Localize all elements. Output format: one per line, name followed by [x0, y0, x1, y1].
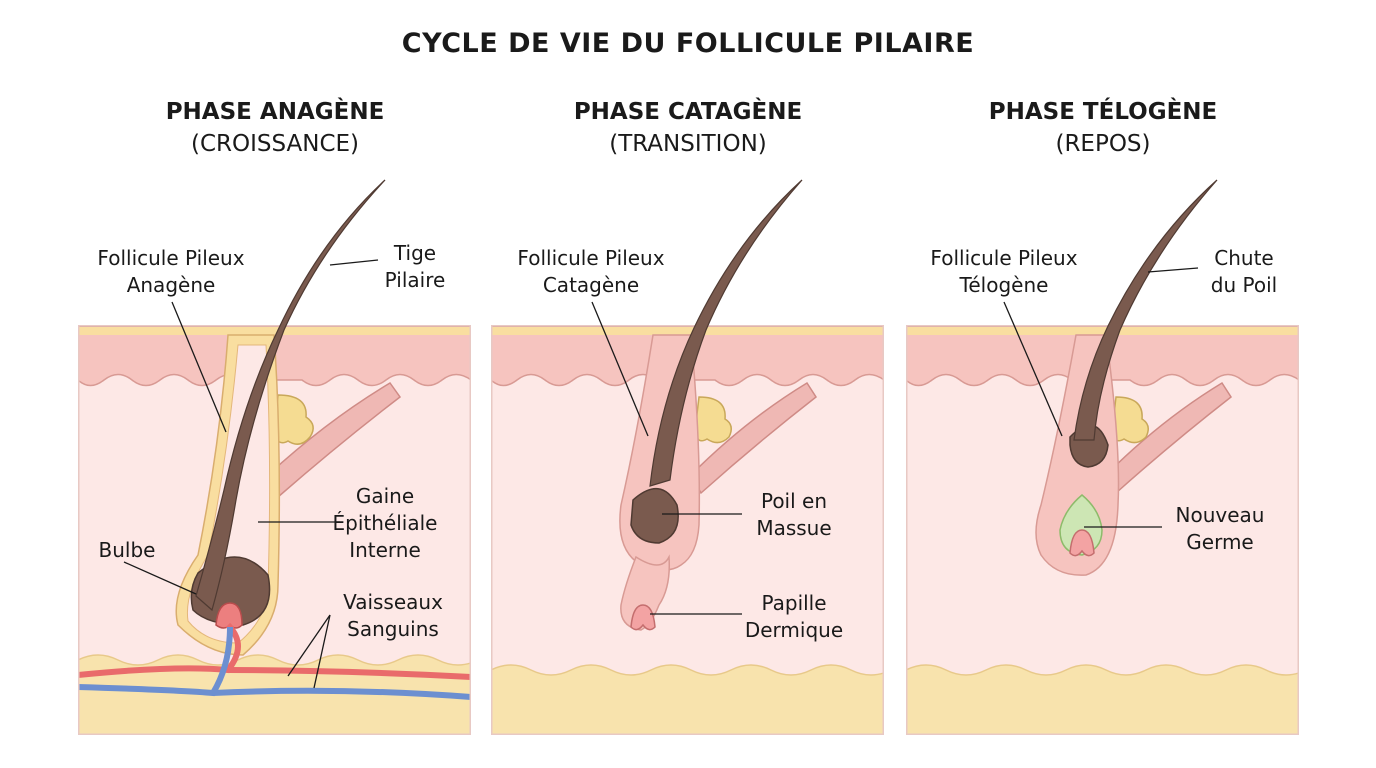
label-bulb-text: Bulbe — [99, 538, 156, 562]
label-follicle-catagen-line1: Follicule Pileux — [517, 246, 664, 270]
label-follicle-telogen-line2: Télogène — [960, 273, 1049, 297]
fat-layer — [906, 665, 1299, 735]
label-blood-vessels: Vaisseaux Sanguins — [334, 589, 452, 643]
label-new-germ-line1: Nouveau — [1176, 503, 1265, 527]
label-follicle-catagen-line2: Catagène — [543, 273, 639, 297]
phase-catagen-heading: PHASE CATAGÈNE (TRANSITION) — [478, 96, 898, 160]
fat-layer — [491, 665, 884, 735]
label-follicle-telogen: Follicule Pileux Télogène — [920, 245, 1088, 299]
stratum-corneum — [906, 327, 1299, 335]
phase-catagen-subtitle: (TRANSITION) — [478, 128, 898, 160]
label-blood-vessels-line2: Sanguins — [347, 617, 439, 641]
phase-telogen-subtitle: (REPOS) — [893, 128, 1313, 160]
label-hair-shedding-line2: du Poil — [1211, 273, 1277, 297]
label-inner-sheath: Gaine Épithéliale Interne — [325, 483, 445, 564]
label-hair-shedding-line1: Chute — [1214, 246, 1273, 270]
label-follicle-catagen: Follicule Pileux Catagène — [507, 245, 675, 299]
label-club-hair-line1: Poil en — [761, 489, 827, 513]
label-new-germ-line2: Germe — [1186, 530, 1253, 554]
phase-anagen-heading: PHASE ANAGÈNE (CROISSANCE) — [65, 96, 485, 160]
label-club-hair-line2: Massue — [756, 516, 831, 540]
label-club-hair: Poil en Massue — [742, 488, 846, 542]
phase-telogen-title: PHASE TÉLOGÈNE — [893, 96, 1313, 128]
label-new-germ: Nouveau Germe — [1162, 502, 1278, 556]
club-hair — [631, 489, 678, 543]
label-dermal-papilla-line1: Papille — [761, 591, 826, 615]
phase-catagen-title: PHASE CATAGÈNE — [478, 96, 898, 128]
label-bulb: Bulbe — [92, 537, 162, 564]
label-hair-shedding: Chute du Poil — [1196, 245, 1292, 299]
label-dermal-papilla: Papille Dermique — [736, 590, 852, 644]
label-follicle-anagen-line2: Anagène — [127, 273, 216, 297]
label-inner-sheath-line2: Épithéliale — [333, 511, 438, 535]
label-inner-sheath-line1: Gaine — [356, 484, 414, 508]
label-inner-sheath-line3: Interne — [349, 538, 421, 562]
label-follicle-anagen: Follicule Pileux Anagène — [88, 245, 254, 299]
phase-anagen-subtitle: (CROISSANCE) — [65, 128, 485, 160]
phase-telogen-heading: PHASE TÉLOGÈNE (REPOS) — [893, 96, 1313, 160]
leader-chute — [1148, 268, 1198, 272]
label-follicle-anagen-line1: Follicule Pileux — [97, 246, 244, 270]
label-hair-shaft-line1: Tige — [394, 241, 436, 265]
label-dermal-papilla-line2: Dermique — [745, 618, 843, 642]
stratum-corneum — [491, 327, 884, 335]
page-title: CYCLE DE VIE DU FOLLICULE PILAIRE — [0, 28, 1376, 59]
label-blood-vessels-line1: Vaisseaux — [343, 590, 443, 614]
label-follicle-telogen-line1: Follicule Pileux — [930, 246, 1077, 270]
label-hair-shaft: Tige Pilaire — [370, 240, 460, 294]
phase-anagen-title: PHASE ANAGÈNE — [65, 96, 485, 128]
label-hair-shaft-line2: Pilaire — [385, 268, 446, 292]
stratum-corneum — [78, 327, 471, 335]
